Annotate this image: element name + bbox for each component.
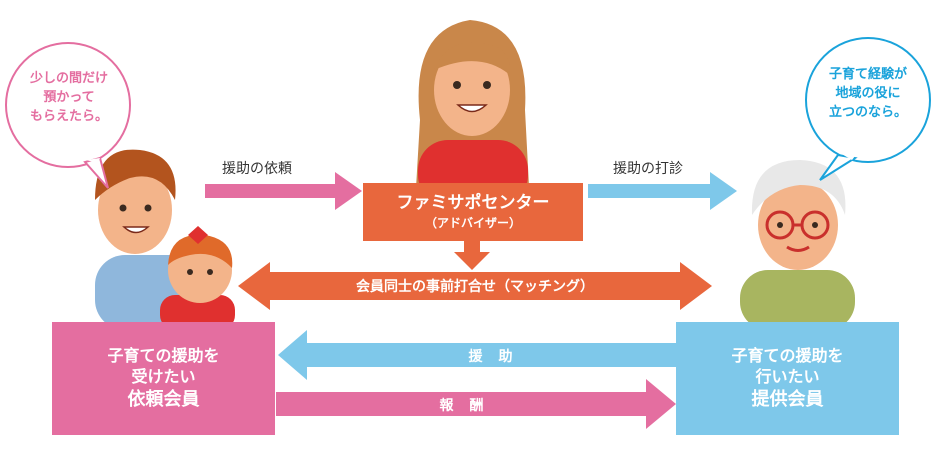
requester-title: 依頼会員 — [127, 388, 200, 410]
provider-title: 提供会員 — [751, 388, 824, 410]
family-support-center-box: ファミサポセンター （アドバイザー） — [363, 183, 583, 241]
provider-bubble-line: 立つのなら。 — [828, 104, 907, 120]
help-arrow — [278, 330, 677, 380]
requester-line1: 子育ての援助を — [107, 345, 220, 365]
reward-arrow — [276, 379, 676, 429]
provider-bubble-text: 子育て経験が 地域の役に 立つのなら。 — [813, 66, 923, 123]
requester-bubble-line: 預かって — [43, 89, 95, 105]
provider-line1: 子育ての援助を — [731, 345, 844, 365]
child-illustration — [160, 226, 235, 330]
request-arrow — [205, 172, 362, 210]
inquiry-arrow — [588, 172, 737, 210]
reward-label: 報 酬 — [439, 398, 485, 414]
requester-bubble-line: 少しの間だけ — [29, 71, 108, 86]
requester-bubble-text: 少しの間だけ 預かって もらえたら。 — [14, 70, 124, 127]
grandmother-illustration — [740, 160, 855, 330]
requester-member-box: 子育ての援助を 受けたい 依頼会員 — [52, 322, 275, 435]
center-subtitle: （アドバイザー） — [424, 216, 521, 231]
request-label: 援助の依頼 — [222, 161, 292, 177]
provider-line2: 行いたい — [755, 367, 820, 387]
center-title: ファミサポセンター — [396, 193, 550, 214]
matching-double-arrow — [238, 262, 712, 310]
requester-line2: 受けたい — [131, 367, 196, 387]
help-label: 援 助 — [468, 349, 514, 365]
provider-member-box: 子育ての援助を 行いたい 提供会員 — [676, 322, 899, 435]
requester-bubble-line: もらえたら。 — [29, 108, 108, 124]
requester-speech-bubble — [5, 42, 131, 189]
provider-bubble-line: 子育て経験が — [828, 67, 907, 82]
center-down-arrow — [454, 240, 490, 270]
provider-bubble-line: 地域の役に — [835, 85, 901, 101]
advisor-illustration — [415, 20, 530, 205]
inquiry-label: 援助の打診 — [613, 161, 683, 177]
provider-speech-bubble — [805, 37, 931, 181]
matching-label: 会員同士の事前打合せ（マッチング） — [356, 279, 594, 295]
